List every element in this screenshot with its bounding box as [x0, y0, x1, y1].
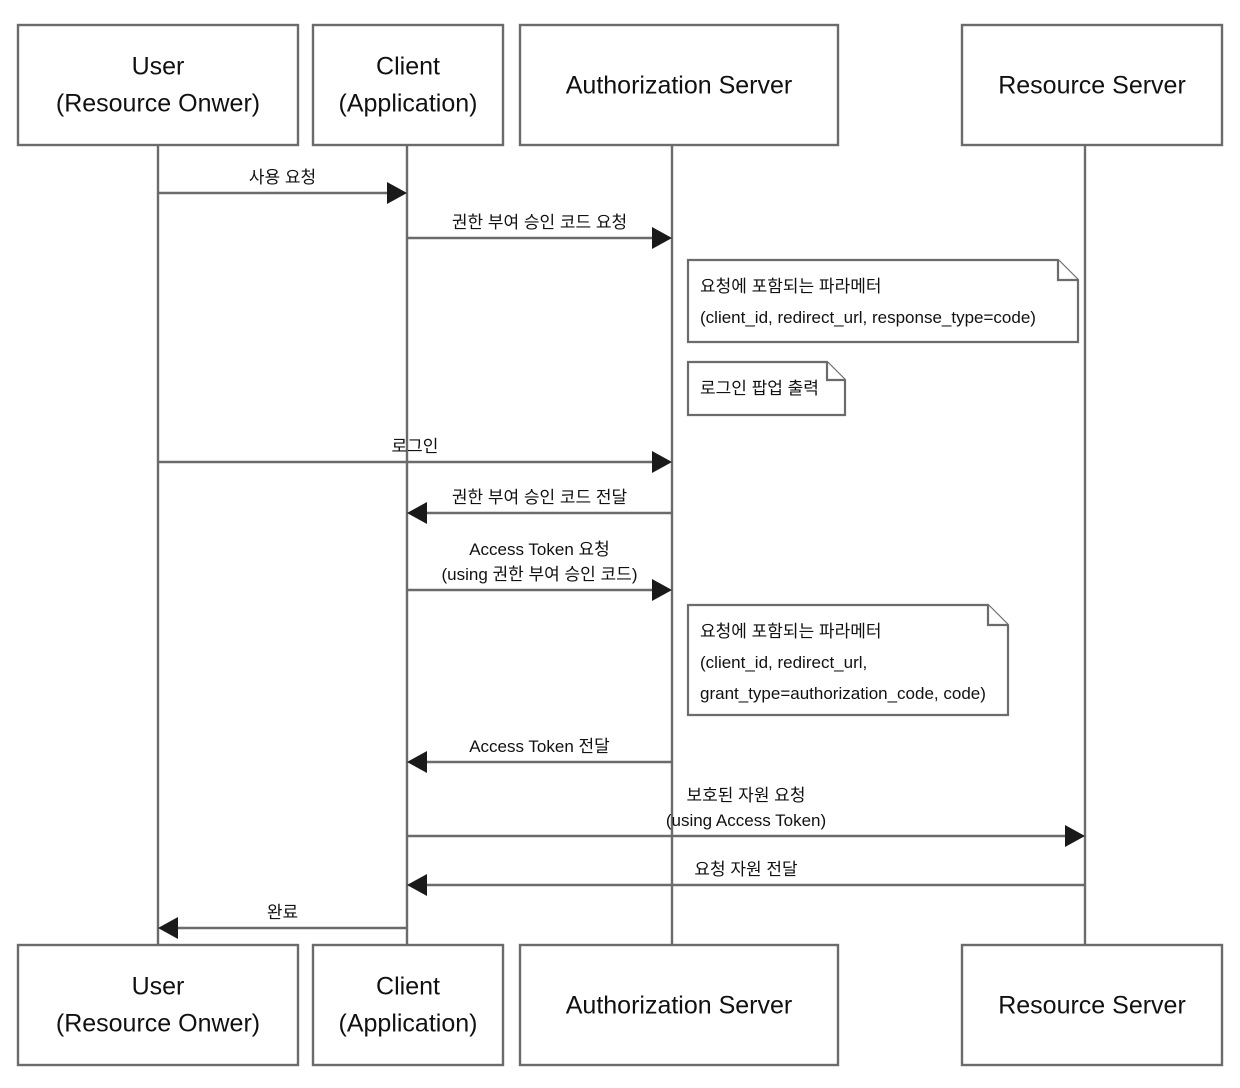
participant-label-primary: User [132, 973, 185, 1001]
note-line: grant_type=authorization_code, code) [700, 684, 986, 703]
note-note2[interactable]: 로그인 팝업 출력 [686, 360, 847, 417]
message-arrowhead [407, 874, 427, 896]
message-label: Access Token 요청 [469, 540, 610, 559]
note-line: 요청에 포함되는 파라메터 [700, 622, 882, 641]
participant-header-resource_server[interactable]: Resource Server [960, 23, 1224, 147]
participant-label-secondary: (Application) [339, 1010, 478, 1038]
message-label: 사용 요청 [249, 168, 316, 187]
note-fold-corner [1056, 260, 1078, 282]
message-m9[interactable]: 완료 [158, 903, 407, 939]
message-arrowhead [652, 227, 672, 249]
message-label: 요청 자원 전달 [694, 860, 798, 879]
note-body [686, 360, 847, 417]
participant-label-primary: User [132, 53, 185, 81]
participants-layer: User (Resource Onwer) Client (Application) A… [16, 23, 1224, 1067]
participant-footer-resource_server[interactable]: Resource Server [960, 943, 1224, 1067]
message-m5[interactable]: Access Token 요청 (using 권한 부여 승인 코드) [407, 540, 672, 601]
message-arrowhead [652, 451, 672, 473]
message-label: 로그인 [392, 437, 439, 456]
participant-label-secondary: (Resource Onwer) [56, 90, 260, 118]
message-m3[interactable]: 로그인 [158, 437, 672, 473]
note-note3[interactable]: 요청에 포함되는 파라메터 (client_id, redirect_url,gr… [686, 603, 1010, 717]
participant-box [518, 23, 840, 147]
participant-box [16, 943, 300, 1067]
note-body [686, 603, 1010, 717]
participant-label-primary: Resource Server [998, 72, 1186, 100]
message-arrowhead [652, 579, 672, 601]
note-body [686, 258, 1080, 344]
message-label: (using 권한 부여 승인 코드) [442, 565, 638, 584]
message-label: 권한 부여 승인 코드 요청 [452, 213, 627, 232]
participant-box [16, 23, 300, 147]
participant-box [311, 23, 505, 147]
message-arrowhead [407, 751, 427, 773]
participant-label-primary: Client [376, 973, 440, 1001]
participant-box [311, 943, 505, 1067]
participant-footer-client[interactable]: Client (Application) [311, 943, 505, 1067]
note-line: (client_id, redirect_url, [700, 653, 867, 672]
participant-label-secondary: (Resource Onwer) [56, 1010, 260, 1038]
message-m2[interactable]: 권한 부여 승인 코드 요청 [407, 213, 672, 249]
participant-box [960, 943, 1224, 1067]
message-label: 보호된 자원 요청 [687, 786, 806, 805]
message-label: 완료 [267, 903, 298, 922]
participant-label-secondary: (Application) [339, 90, 478, 118]
message-arrowhead [1065, 825, 1085, 847]
message-m7[interactable]: 보호된 자원 요청 (using Access Token) [407, 786, 1085, 847]
message-m4[interactable]: 권한 부여 승인 코드 전달 [407, 488, 672, 524]
message-m1[interactable]: 사용 요청 [158, 168, 407, 204]
participant-label-primary: Client [376, 53, 440, 81]
notes-layer: 요청에 포함되는 파라메터 (client_id, redirect_url, r… [686, 258, 1080, 717]
participant-footer-auth_server[interactable]: Authorization Server [518, 943, 840, 1067]
participant-box [960, 23, 1224, 147]
lifelines-layer [156, 145, 1087, 945]
message-arrowhead [158, 917, 178, 939]
message-m6[interactable]: Access Token 전달 [407, 737, 672, 773]
note-note1[interactable]: 요청에 포함되는 파라메터 (client_id, redirect_url, r… [686, 258, 1080, 344]
note-line: (client_id, redirect_url, response_type=… [700, 308, 1036, 327]
participant-label-primary: Authorization Server [566, 992, 793, 1020]
message-label: Access Token 전달 [469, 737, 610, 756]
participant-label-primary: Authorization Server [566, 72, 793, 100]
note-line: 로그인 팝업 출력 [700, 379, 819, 398]
message-label: 권한 부여 승인 코드 전달 [452, 488, 628, 507]
participant-header-auth_server[interactable]: Authorization Server [518, 23, 840, 147]
participant-header-client[interactable]: Client (Application) [311, 23, 505, 147]
message-label: (using Access Token) [666, 811, 826, 830]
note-fold-corner [986, 605, 1008, 627]
participant-header-user[interactable]: User (Resource Onwer) [16, 23, 300, 147]
message-m8[interactable]: 요청 자원 전달 [407, 860, 1085, 896]
participant-footer-user[interactable]: User (Resource Onwer) [16, 943, 300, 1067]
note-fold-corner [825, 362, 845, 382]
message-arrowhead [407, 502, 427, 524]
participant-box [518, 943, 840, 1067]
note-line: 요청에 포함되는 파라메터 [700, 277, 882, 296]
participant-label-primary: Resource Server [998, 992, 1186, 1020]
message-arrowhead [387, 182, 407, 204]
